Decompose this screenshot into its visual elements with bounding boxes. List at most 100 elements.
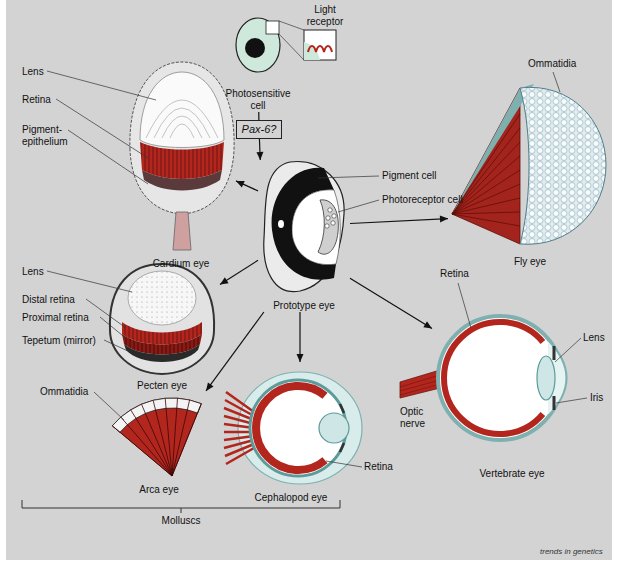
part-label: Lens bbox=[22, 66, 44, 78]
part-label: Pigment-epithelium bbox=[22, 124, 78, 148]
arrow-line bbox=[220, 260, 258, 284]
prototype-eye-art bbox=[292, 190, 340, 265]
leader-lines bbox=[56, 99, 148, 158]
arca-eye-art bbox=[112, 398, 201, 476]
arrow-line bbox=[350, 278, 432, 328]
pecten-eye-art bbox=[110, 264, 214, 374]
node-caption: Photosensitive cell bbox=[218, 88, 298, 112]
leader-lines bbox=[555, 338, 581, 362]
photosensitive-cell-art bbox=[304, 30, 336, 60]
cardium-eye-art bbox=[173, 212, 191, 250]
node-caption: Prototype eye bbox=[258, 300, 350, 312]
pecten-eye-art bbox=[110, 264, 214, 374]
leader-lines bbox=[458, 283, 471, 328]
part-label: Pigment cell bbox=[382, 170, 436, 182]
photosensitive-cell-art bbox=[279, 21, 304, 30]
part-label: Light receptor bbox=[300, 4, 350, 28]
evolution-arrow bbox=[256, 139, 263, 160]
leader-lines bbox=[94, 392, 124, 420]
part-label: Ommatidia bbox=[40, 386, 88, 398]
part-label: Molluscs bbox=[141, 515, 221, 527]
leader-lines bbox=[326, 461, 362, 467]
arrow-head bbox=[297, 354, 304, 362]
photosensitive-cell-art bbox=[304, 42, 320, 60]
cephalopod-eye-art bbox=[238, 372, 362, 484]
vertebrate-eye-art bbox=[400, 316, 567, 440]
evolution-arrow bbox=[220, 260, 258, 284]
cardium-eye-art bbox=[142, 170, 222, 191]
photosensitive-cell-art bbox=[245, 38, 265, 58]
part-label: Proximal retina bbox=[22, 312, 89, 324]
vertebrate-eye-art bbox=[444, 322, 543, 434]
part-label: Lens bbox=[22, 266, 44, 278]
evolution-arrow bbox=[258, 112, 259, 120]
node-caption: Cardium eye bbox=[126, 258, 236, 270]
arrow-head bbox=[236, 181, 245, 187]
photosensitive-cell-art bbox=[236, 18, 280, 72]
node-caption: Fly eye bbox=[448, 256, 612, 268]
leader-lines bbox=[556, 398, 587, 403]
arrow-line bbox=[206, 312, 264, 391]
arrow-head bbox=[256, 152, 263, 160]
gene-label: Pax-6? bbox=[242, 123, 277, 136]
prototype-eye-art bbox=[318, 200, 338, 254]
arrow-line bbox=[258, 112, 259, 120]
cephalopod-eye-art bbox=[340, 404, 344, 452]
evolution-arrow bbox=[350, 216, 448, 224]
prototype-eye-art bbox=[332, 214, 336, 218]
cephalopod-eye-art bbox=[256, 386, 325, 470]
leader-lines bbox=[104, 340, 130, 352]
part-label: Photoreceptor cell bbox=[382, 194, 463, 206]
pecten-eye-art bbox=[124, 344, 200, 362]
vertebrate-eye: Vertebrate eye bbox=[432, 290, 592, 480]
arrow-line bbox=[236, 181, 258, 191]
prototype-eye-art bbox=[331, 221, 335, 225]
node-caption: Cephalopod eye bbox=[216, 492, 366, 504]
photosensitive-cell: Photosensitive cell bbox=[218, 18, 298, 112]
leader-lines bbox=[553, 72, 560, 92]
leader-lines bbox=[318, 176, 379, 178]
arca-eye-art bbox=[112, 398, 201, 476]
prototype-eye-art bbox=[326, 216, 330, 220]
prototype-eye-art bbox=[328, 208, 332, 212]
vertebrate-eye-art bbox=[553, 346, 556, 410]
fly-eye-art bbox=[520, 87, 606, 244]
part-label: Retina bbox=[364, 461, 393, 473]
arrow-head bbox=[206, 382, 214, 391]
arrow-head bbox=[440, 216, 448, 223]
part-label: Distal retina bbox=[22, 294, 75, 306]
arrow-line bbox=[350, 219, 448, 224]
pecten-eye-art bbox=[128, 271, 196, 325]
evolution-arrow bbox=[297, 312, 304, 362]
prototype-eye-art bbox=[325, 224, 329, 228]
prototype-eye-art bbox=[278, 220, 284, 228]
part-label: Retina bbox=[22, 94, 51, 106]
leader-lines bbox=[47, 271, 132, 292]
leader-lines bbox=[47, 71, 156, 100]
node-caption: Vertebrate eye bbox=[432, 468, 592, 480]
evolution-arrow bbox=[206, 312, 264, 391]
vertebrate-eye-art bbox=[537, 356, 555, 400]
cephalopod-eye-art bbox=[224, 372, 362, 484]
part-label: Iris bbox=[590, 392, 603, 404]
cardium-eye-art bbox=[146, 100, 218, 138]
evolution-arrow bbox=[236, 181, 258, 191]
arca-eye-art bbox=[112, 398, 201, 476]
arca-eye: Arca eye bbox=[112, 388, 206, 496]
prototype-eye-art bbox=[264, 162, 344, 292]
evolution-arrow bbox=[350, 278, 432, 328]
cephalopod-eye-art bbox=[319, 413, 349, 443]
fly-eye-art bbox=[452, 84, 606, 244]
pecten-eye: Pecten eye bbox=[104, 262, 220, 392]
leader-lines bbox=[100, 317, 128, 340]
photosensitive-cell-art bbox=[279, 34, 304, 60]
prototype-eye: Prototype eye bbox=[258, 160, 350, 312]
part-label: Ommatidia bbox=[528, 58, 576, 70]
vertebrate-eye-art bbox=[438, 316, 562, 440]
cardium-eye-art bbox=[140, 72, 224, 148]
node-caption: Arca eye bbox=[112, 484, 206, 496]
part-label: Optic nerve bbox=[400, 406, 440, 430]
part-label: Tepetum (mirror) bbox=[22, 335, 96, 347]
background-panel bbox=[6, 0, 612, 560]
